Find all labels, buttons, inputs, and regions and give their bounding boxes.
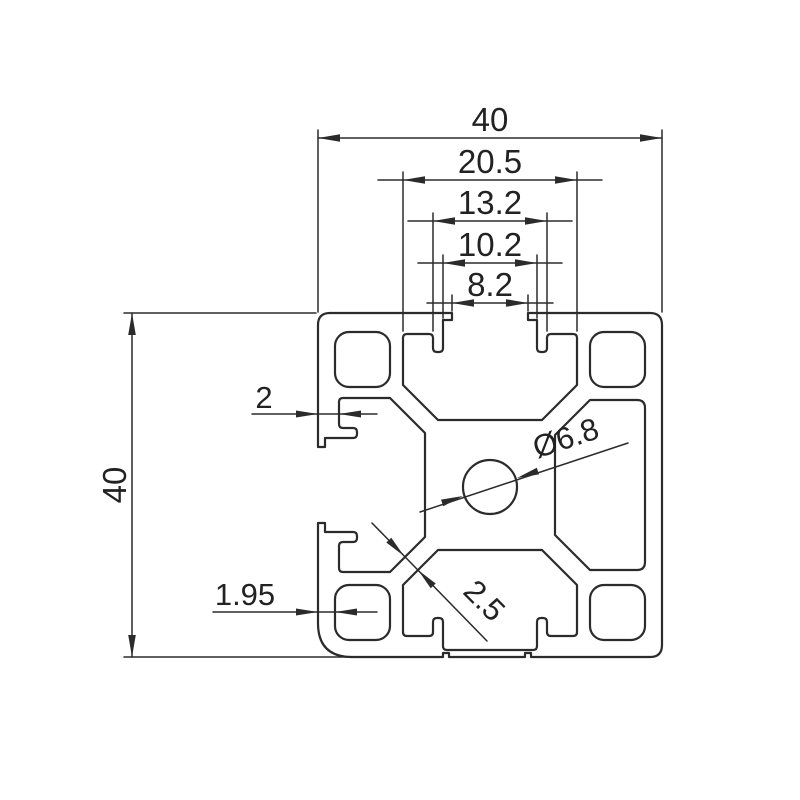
- dim-overall-width: 40: [317, 101, 663, 313]
- dimension-annotations: 40 20.5 13.2 10.2: [96, 101, 663, 658]
- profile-outer-contour: [316, 311, 664, 659]
- arrowhead: [335, 608, 357, 616]
- arrowhead: [433, 217, 455, 225]
- corner-channel-top-left: [333, 330, 392, 389]
- dim-outer-wall-thickness: 1.95: [212, 577, 378, 616]
- dim-lip-wall-thickness: 2: [251, 380, 378, 418]
- right-closed-slot-cavity: [553, 398, 647, 572]
- dim-label-overall-height: 40: [96, 467, 133, 504]
- arrowhead: [296, 410, 318, 418]
- corner-channel-top-right: [588, 330, 647, 389]
- arrowhead: [128, 313, 136, 335]
- arrowhead: [403, 176, 425, 184]
- arrowhead: [506, 299, 528, 307]
- arrowhead: [517, 467, 539, 478]
- arrowhead: [525, 217, 547, 225]
- dim-slot-opening: 8.2: [426, 266, 554, 312]
- arrowhead: [339, 410, 361, 418]
- bottom-closed-slot-cavity: [401, 548, 579, 652]
- dim-counterbore-width: 10.2: [417, 226, 563, 319]
- center-bore: [461, 458, 519, 516]
- dim-label-counterbore-width: 10.2: [458, 226, 522, 263]
- arrowhead: [418, 570, 436, 589]
- dim-overall-height: 40: [96, 312, 353, 658]
- arrowhead: [515, 259, 537, 267]
- dim-center-bore: Ø6.8: [419, 411, 629, 513]
- dim-slot-span: 20.5: [377, 143, 603, 332]
- dim-label-slot-opening: 8.2: [467, 266, 513, 303]
- corner-channel-bottom-right: [588, 583, 647, 642]
- dim-label-chamber-width: 13.2: [458, 184, 522, 221]
- arrowhead: [441, 496, 463, 507]
- dim-label-web-thickness: 2.5: [457, 573, 512, 628]
- dim-label-outer-wall: 1.95: [215, 577, 275, 612]
- arrowhead: [555, 176, 577, 184]
- leader-line: [419, 442, 629, 513]
- arrowhead: [296, 608, 318, 616]
- arrowhead: [452, 299, 474, 307]
- arrowhead: [640, 134, 662, 142]
- dim-label-slot-span: 20.5: [458, 143, 522, 180]
- dim-label-overall-width: 40: [472, 101, 509, 138]
- profile-geometry: [316, 311, 664, 659]
- arrowhead: [318, 134, 340, 142]
- arrowhead: [128, 635, 136, 657]
- dim-label-lip-wall: 2: [255, 380, 272, 415]
- arrowhead: [386, 537, 404, 556]
- arrowhead: [443, 259, 465, 267]
- dim-chamber-width: 13.2: [407, 184, 573, 332]
